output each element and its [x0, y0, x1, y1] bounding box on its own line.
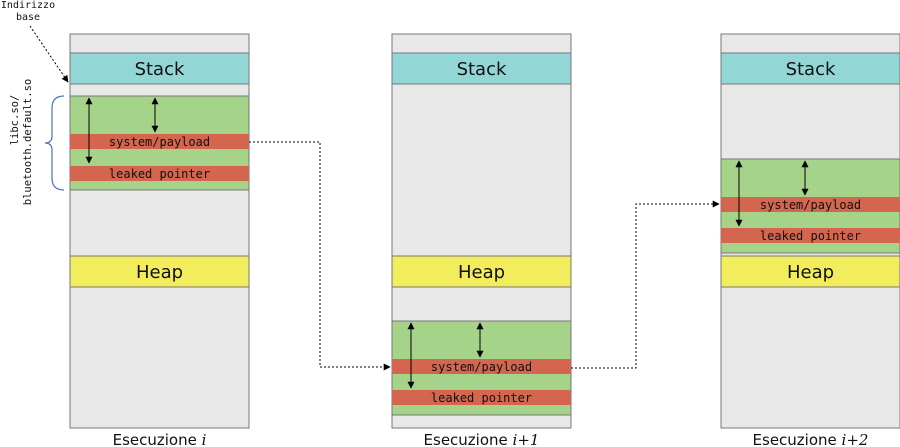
heap-label: Heap: [787, 262, 834, 283]
transition-arrow-2-to-3: [571, 200, 720, 369]
leaked-pointer-label: leaked pointer: [109, 167, 210, 181]
heap-segment: [391, 255, 572, 288]
system-payload-band: [392, 359, 571, 374]
transition-arrow-1-to-2: [249, 141, 391, 371]
library-range-brace: [44, 95, 65, 191]
heap-segment: [720, 255, 900, 288]
base-address-pointer-arrow: [29, 25, 69, 83]
memory-space: [69, 33, 250, 429]
heap-label: Heap: [458, 262, 505, 283]
system-payload-label: system/payload: [431, 360, 532, 374]
library-label-line2: bluetooth.default.so: [22, 79, 34, 205]
base-address-label-line1: Indirizzo: [1, 0, 55, 11]
execution-column-1: Stack system/payload leaked pointer Heap…: [69, 33, 250, 447]
heap-label: Heap: [136, 262, 183, 283]
stack-label: Stack: [135, 59, 185, 80]
base-address-label-line2: base: [16, 12, 40, 23]
leaked-pointer-label: leaked pointer: [431, 391, 532, 405]
execution-label: Esecuzione i: [113, 431, 207, 447]
leaked-pointer-band: [392, 390, 571, 405]
system-payload-band: [721, 197, 900, 212]
execution-column-2: Stack Heap system/payload leaked pointer…: [391, 33, 572, 447]
system-payload-band: [70, 134, 249, 149]
leaked-pointer-label: leaked pointer: [760, 229, 861, 243]
leaked-pointer-band: [70, 166, 249, 181]
system-payload-label: system/payload: [109, 135, 210, 149]
stack-segment: [391, 52, 572, 85]
stack-label: Stack: [457, 59, 507, 80]
system-payload-label: system/payload: [760, 198, 861, 212]
stack-label: Stack: [786, 59, 836, 80]
leaked-pointer-band: [721, 228, 900, 243]
execution-label: Esecuzione i+2: [753, 431, 869, 447]
stack-segment: [69, 52, 250, 85]
library-label-line1: libc.so/: [9, 95, 21, 146]
execution-column-3: Stack system/payload leaked pointer Heap…: [720, 33, 900, 447]
execution-label: Esecuzione i+1: [424, 431, 540, 447]
stack-segment: [720, 52, 900, 85]
heap-segment: [69, 255, 250, 288]
